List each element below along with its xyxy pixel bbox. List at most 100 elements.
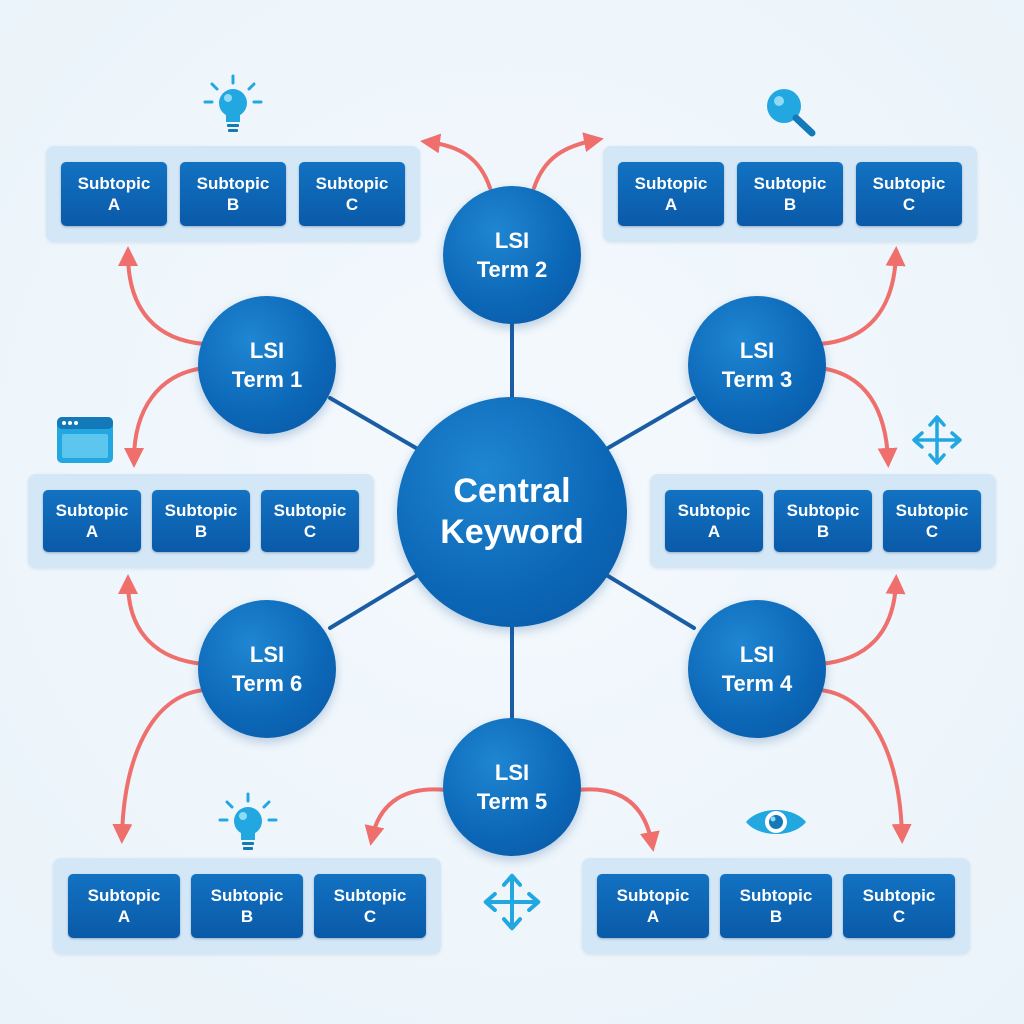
move-arrows-icon <box>480 870 544 934</box>
lsi-term-label: Term 1 <box>231 367 303 392</box>
lsi-label: LSI <box>494 228 530 253</box>
lsi-label: LSI <box>494 760 530 785</box>
subtopic-word: Subtopic <box>164 501 238 520</box>
arrow-term6-up <box>118 574 206 666</box>
subtopic-letter: C <box>363 907 377 926</box>
subtopic-word: Subtopic <box>739 886 813 905</box>
subtopic-letter: A <box>117 907 131 926</box>
subtopic-letter: A <box>85 522 99 541</box>
central-keyword-node[interactable]: Central Keyword <box>397 397 627 627</box>
lsi-term-label: Term 4 <box>721 671 793 696</box>
lightbulb-icon <box>203 74 263 136</box>
subtopic-word: Subtopic <box>55 501 129 520</box>
spoke-term-6 <box>328 574 418 630</box>
central-keyword-line-2: Keyword <box>440 513 584 551</box>
central-keyword-line-1: Central <box>453 472 571 510</box>
spoke-term-3 <box>606 396 696 450</box>
subtopic-word: Subtopic <box>862 886 936 905</box>
lsi-term-3-node[interactable]: LSI Term 3 <box>688 296 826 434</box>
subtopic-word: Subtopic <box>895 501 969 520</box>
subtopic-word: Subtopic <box>677 501 751 520</box>
arrow-term3-up <box>818 246 906 346</box>
subtopic-letter: A <box>646 907 660 926</box>
subtopic-word: Subtopic <box>273 501 347 520</box>
lsi-term-5-node[interactable]: LSI Term 5 <box>443 718 581 856</box>
arrow-term1-up <box>118 246 206 346</box>
lsi-term-4-node[interactable]: LSI Term 4 <box>688 600 826 738</box>
magnifying-glass-icon <box>762 86 818 138</box>
arrow-term4-down <box>818 688 912 844</box>
arrow-term2-left <box>420 133 492 190</box>
subtopic-word: Subtopic <box>77 174 151 193</box>
lsi-label: LSI <box>249 338 285 363</box>
subtopic-letter: B <box>816 522 830 541</box>
lsi-term-6-node[interactable]: LSI Term 6 <box>198 600 336 738</box>
subtopic-word: Subtopic <box>634 174 708 193</box>
subtopic-word: Subtopic <box>87 886 161 905</box>
lsi-term-1-node[interactable]: LSI Term 1 <box>198 296 336 434</box>
subtopic-word: Subtopic <box>786 501 860 520</box>
lsi-term-label: Term 2 <box>476 257 548 282</box>
subtopic-letter: C <box>902 195 916 214</box>
lsi-term-label: Term 3 <box>721 367 793 392</box>
subtopic-letter: A <box>107 195 121 214</box>
arrow-term5-left <box>364 787 448 846</box>
arrow-term5-right <box>576 787 660 852</box>
lsi-label: LSI <box>739 338 775 363</box>
subtopic-letter: B <box>783 195 797 214</box>
subtopic-word: Subtopic <box>315 174 389 193</box>
arrow-term3-down <box>818 366 898 468</box>
move-arrows-icon <box>909 412 965 468</box>
spoke-term-1 <box>328 396 418 450</box>
lsi-label: LSI <box>739 642 775 667</box>
arrow-term2-right <box>532 132 604 190</box>
browser-window-icon <box>56 416 114 464</box>
lightbulb-icon <box>218 792 278 854</box>
subtopic-word: Subtopic <box>872 174 946 193</box>
subtopic-letter: B <box>769 907 783 926</box>
arrow-term6-down <box>112 688 206 844</box>
spoke-term-4 <box>606 574 696 630</box>
subtopic-word: Subtopic <box>616 886 690 905</box>
subtopic-letter: A <box>707 522 721 541</box>
subtopic-letter: C <box>303 522 317 541</box>
subtopic-letter: B <box>226 195 240 214</box>
subtopic-letter: B <box>194 522 208 541</box>
lsi-term-2-node[interactable]: LSI Term 2 <box>443 186 581 324</box>
lsi-term-label: Term 5 <box>476 789 548 814</box>
subtopic-word: Subtopic <box>333 886 407 905</box>
lsi-label: LSI <box>249 642 285 667</box>
subtopic-letter: B <box>240 907 254 926</box>
arrow-term1-down <box>124 366 206 468</box>
lsi-term-label: Term 6 <box>231 671 303 696</box>
arrow-term4-up <box>818 574 906 666</box>
subtopic-word: Subtopic <box>210 886 284 905</box>
subtopic-letter: C <box>925 522 939 541</box>
eye-icon <box>743 802 809 842</box>
